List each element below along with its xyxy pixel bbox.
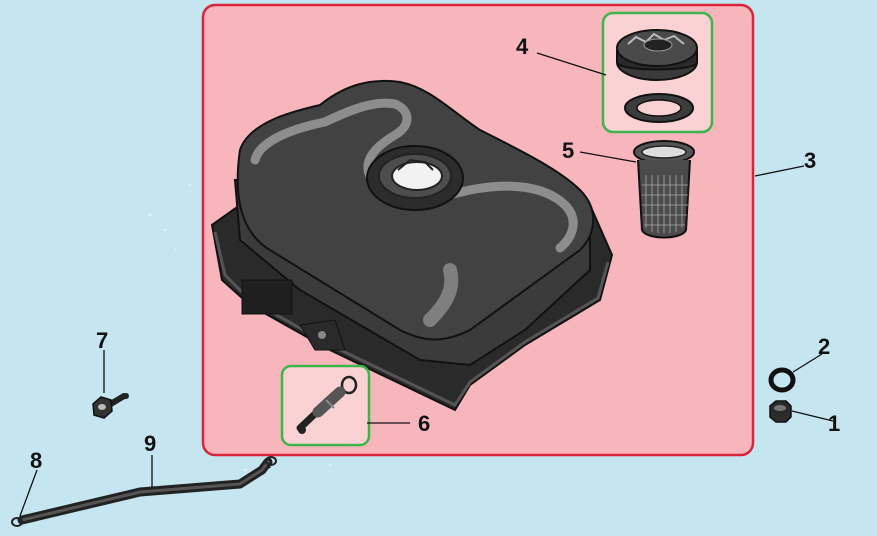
fuel-strainer-icon[interactable] — [633, 140, 695, 239]
callout-3: 3 — [804, 148, 817, 173]
callout-2: 2 — [818, 334, 831, 359]
o-ring-icon[interactable] — [768, 367, 796, 393]
callout-5: 5 — [562, 138, 575, 163]
callout-1: 1 — [828, 411, 841, 436]
fuel-hose-icon[interactable] — [17, 457, 273, 525]
cap-nut-icon[interactable] — [769, 400, 792, 423]
leader-lines — [19, 52, 834, 517]
fuel-cap-and-gasket-icon[interactable] — [616, 29, 698, 123]
callout-4: 4 — [516, 34, 529, 59]
drain-bolt-icon[interactable] — [92, 393, 129, 419]
fuel-tank-icon[interactable] — [210, 79, 614, 412]
callout-9: 9 — [144, 431, 157, 456]
fuel-valve-icon[interactable] — [296, 375, 358, 434]
callout-7: 7 — [96, 328, 109, 353]
faint-artifacts — [148, 183, 332, 472]
callout-8: 8 — [30, 448, 43, 473]
callout-6: 6 — [418, 411, 431, 436]
hose-clamp-icon[interactable] — [11, 456, 277, 527]
